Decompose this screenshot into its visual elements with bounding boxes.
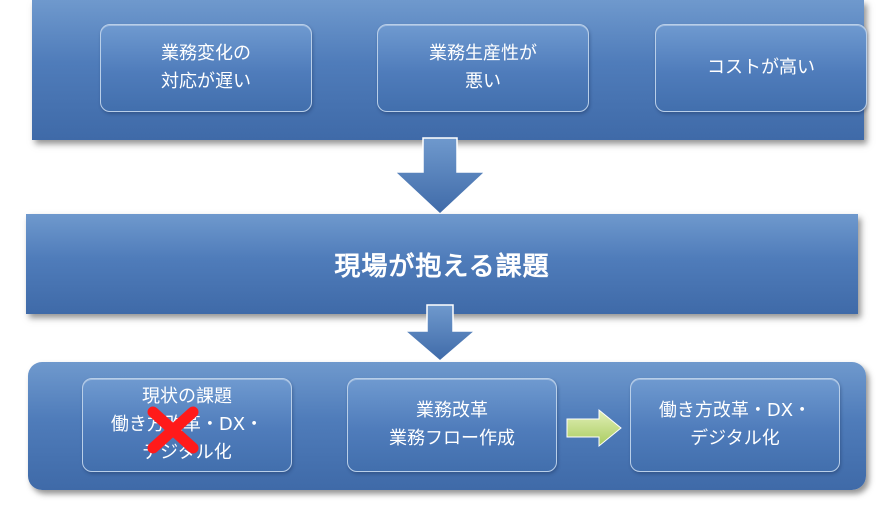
down-arrow-icon [402,304,478,362]
issue-label: コストが高い [707,57,815,78]
issue-box-low-productivity: 業務生産性が 悪い [377,24,589,112]
flow-box-current-issue: 現状の課題 働き方改革・DX・ デジタル化 [82,378,292,472]
current-issues-band: 現場が抱える課題 [26,214,858,314]
band-title: 現場が抱える課題 [334,251,550,282]
issue-box-high-cost: コストが高い [655,24,867,112]
issue-label: 業務生産性が 悪い [429,43,537,92]
flow-label: 業務改革 業務フロー作成 [389,400,515,449]
flow-label: 働き方改革・DX・ デジタル化 [658,400,812,449]
cross-icon [147,406,199,454]
issue-label: 業務変化の 対応が遅い [161,43,251,92]
down-arrow-icon [393,137,487,216]
issues-band: 業務変化の 対応が遅い 業務生産性が 悪い コストが高い [32,0,867,140]
flow-box-business-reform: 業務改革 業務フロー作成 [347,378,557,472]
right-arrow-icon [566,408,622,448]
issue-box-slow-change: 業務変化の 対応が遅い [100,24,312,112]
flow-box-target-state: 働き方改革・DX・ デジタル化 [630,378,840,472]
